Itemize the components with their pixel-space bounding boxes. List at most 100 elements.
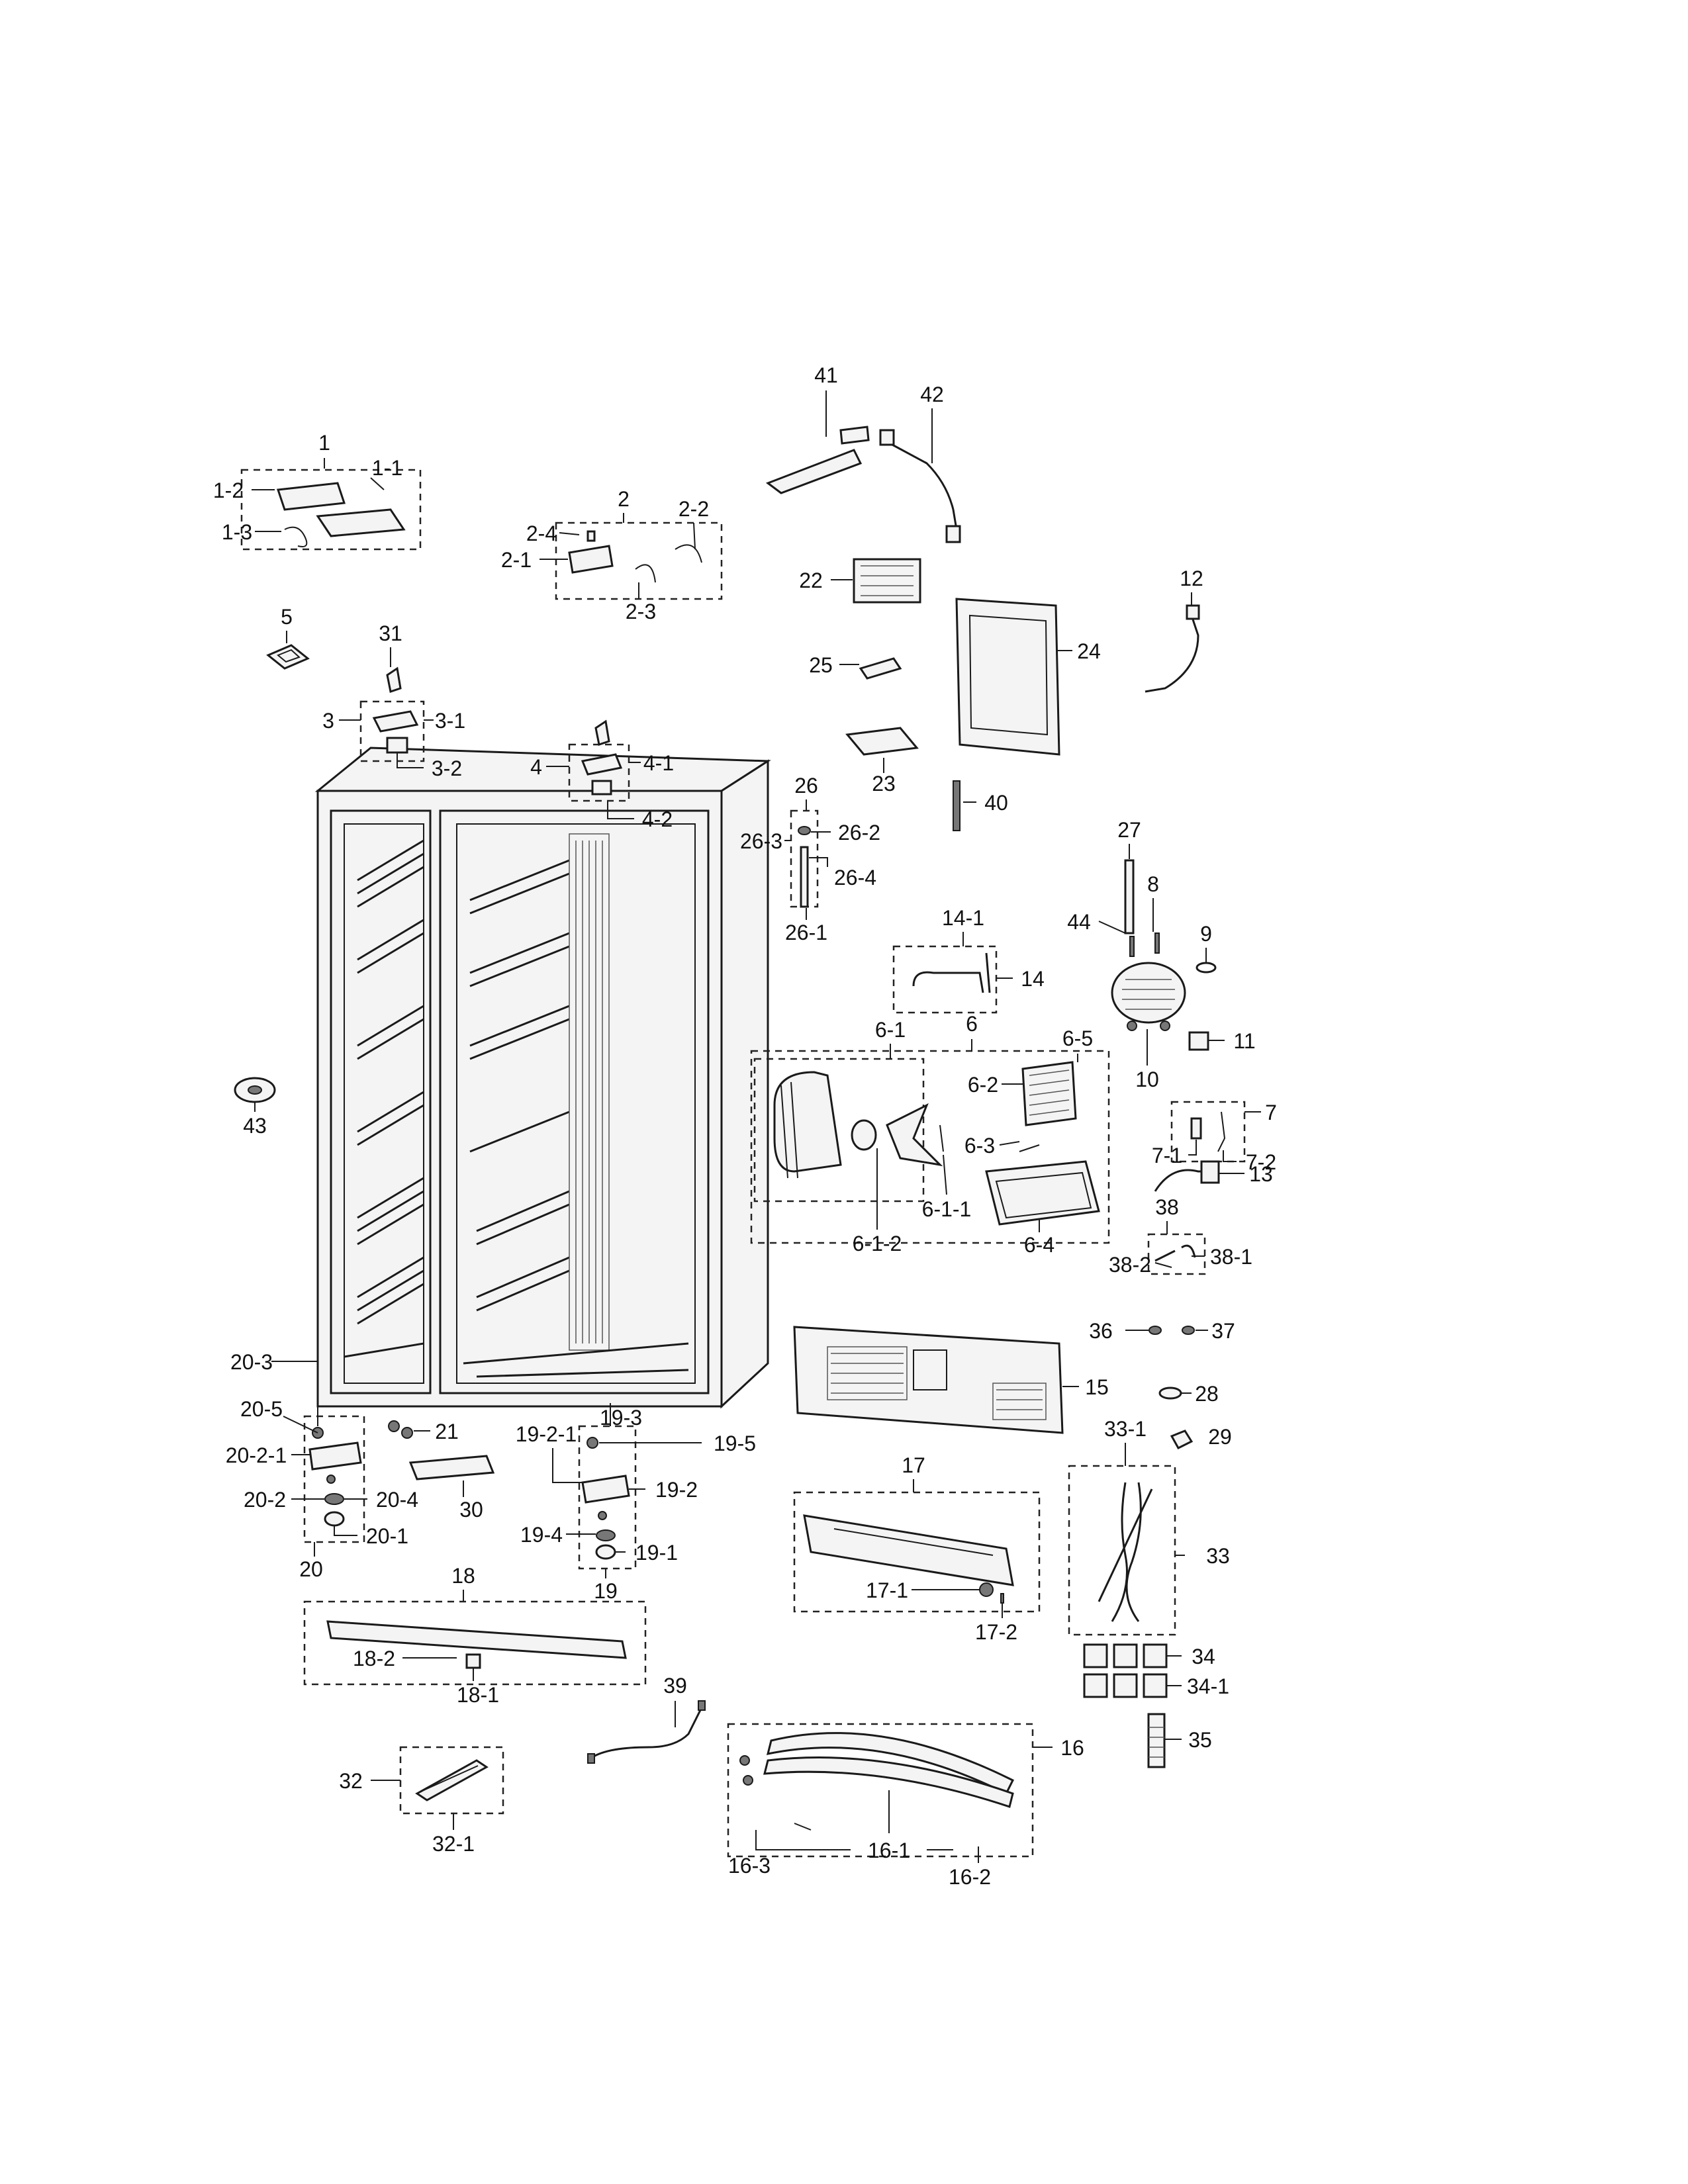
- part-5-pad: [266, 644, 310, 670]
- callout-6-1-1: 6-1-1: [922, 1197, 972, 1221]
- part-1-ice-bucket-cover: [240, 469, 422, 551]
- freezer-shelves: [357, 839, 424, 1325]
- part-11-cap: [1188, 1031, 1209, 1051]
- callout-17-1: 17-1: [866, 1578, 908, 1602]
- callout-2-4: 2-4: [526, 522, 557, 545]
- callout-15: 15: [1085, 1375, 1109, 1399]
- callout-7-1: 7-1: [1152, 1144, 1182, 1167]
- callout-34: 34: [1192, 1645, 1215, 1668]
- callout-16: 16: [1060, 1736, 1084, 1760]
- callout-6-2: 6-2: [968, 1073, 998, 1097]
- part-20-hinge-assembly: [303, 1415, 365, 1543]
- part-9-ring: [1196, 962, 1217, 974]
- part-14-tube: [892, 945, 998, 1014]
- callout-35: 35: [1188, 1728, 1212, 1752]
- callout-2-3: 2-3: [626, 600, 656, 623]
- callout-12: 12: [1180, 567, 1203, 590]
- cabinet-assembly: [314, 747, 771, 1409]
- callout-26-2: 26-2: [838, 821, 880, 844]
- part-35-valve: [1147, 1713, 1166, 1768]
- callout-32-1: 32-1: [432, 1832, 475, 1856]
- callout-38-1: 38-1: [1210, 1245, 1252, 1269]
- callout-29: 29: [1208, 1425, 1232, 1449]
- part-23-board: [845, 727, 919, 756]
- part-32-rail: [399, 1746, 504, 1815]
- callout-33: 33: [1206, 1544, 1230, 1568]
- callout-19-2: 19-2: [655, 1478, 698, 1502]
- callout-16-2: 16-2: [949, 1865, 991, 1889]
- callout-43: 43: [243, 1114, 267, 1138]
- callout-32: 32: [339, 1769, 363, 1793]
- callout-39: 39: [663, 1674, 687, 1698]
- callout-6-3: 6-3: [964, 1134, 995, 1158]
- callout-33-1: 33-1: [1104, 1417, 1147, 1441]
- part-25-sensor: [859, 657, 902, 680]
- callout-4-2: 4-2: [642, 807, 673, 831]
- callout-20-3: 20-3: [230, 1350, 273, 1374]
- part-22-pcb: [853, 558, 921, 604]
- part-6-assembly: [750, 1050, 1110, 1244]
- part-15-back-cover: [793, 1326, 1064, 1434]
- callout-26: 26: [794, 774, 818, 797]
- callout-3-1: 3-1: [435, 709, 465, 733]
- part-19-hinge-assembly: [578, 1425, 637, 1570]
- callout-1-1: 1-1: [372, 456, 402, 480]
- part-12-power-cord: [1145, 604, 1200, 693]
- callout-9: 9: [1200, 922, 1212, 946]
- callout-20-2-1: 20-2-1: [226, 1443, 287, 1467]
- top-hinge-right: [568, 719, 630, 802]
- callout-18-1: 18-1: [457, 1683, 499, 1707]
- callout-38: 38: [1155, 1195, 1179, 1219]
- callout-7: 7: [1265, 1101, 1277, 1124]
- part-16-tubes: [727, 1723, 1034, 1858]
- callout-31: 31: [379, 621, 402, 645]
- part-34-connectors: [1083, 1643, 1168, 1698]
- callout-1: 1: [318, 431, 330, 455]
- callout-40: 40: [984, 791, 1008, 815]
- callout-19-2-1: 19-2-1: [516, 1422, 577, 1446]
- part-39-wire: [587, 1700, 706, 1764]
- leader-lines: [252, 390, 1261, 1863]
- callout-20-4: 20-4: [376, 1488, 418, 1512]
- callout-23: 23: [872, 772, 896, 796]
- fresh-food-shelves: [469, 859, 570, 1312]
- callout-2: 2: [618, 487, 630, 511]
- callout-7-2: 7-2: [1246, 1150, 1276, 1174]
- callout-14: 14: [1021, 967, 1045, 991]
- callout-17-2: 17-2: [975, 1620, 1017, 1644]
- part-26-assembly: [790, 809, 819, 908]
- callout-24: 24: [1077, 639, 1101, 663]
- part-13-overload: [1154, 1160, 1220, 1192]
- callout-30: 30: [459, 1498, 483, 1522]
- callout-4: 4: [530, 755, 542, 779]
- callout-18-2: 18-2: [353, 1647, 395, 1670]
- part-43-wheel: [234, 1077, 276, 1103]
- part-42-wire-harness: [879, 429, 961, 543]
- callout-20-1: 20-1: [366, 1524, 408, 1548]
- callout-6: 6: [966, 1012, 978, 1036]
- callout-19: 19: [594, 1579, 618, 1603]
- callout-34-1: 34-1: [1187, 1674, 1229, 1698]
- part-40-rod: [953, 780, 961, 831]
- callout-labels: 1 1-1 1-2 1-3 2 2-1 2-2 2-3 2-4 3 3-1 3-…: [213, 363, 1277, 1889]
- callout-18: 18: [451, 1564, 475, 1588]
- part-36-37-28-29-small: [1149, 1326, 1195, 1449]
- callout-4-1: 4-1: [643, 751, 674, 775]
- callout-17: 17: [902, 1453, 925, 1477]
- callout-41: 41: [814, 363, 838, 387]
- callout-6-5: 6-5: [1062, 1026, 1093, 1050]
- callout-21: 21: [435, 1420, 459, 1443]
- callout-22: 22: [799, 569, 823, 592]
- part-30-cover: [408, 1455, 495, 1480]
- part-21-screws: [388, 1420, 413, 1439]
- callout-20-5: 20-5: [240, 1397, 283, 1421]
- callout-42: 42: [920, 383, 944, 406]
- callout-19-1: 19-1: [635, 1541, 678, 1565]
- callout-3: 3: [322, 709, 334, 733]
- part-27-stick: [1124, 859, 1135, 934]
- part-7-relay: [1170, 1101, 1246, 1163]
- part-17-base-plate: [793, 1491, 1041, 1613]
- part-18-base-frame: [303, 1600, 647, 1686]
- callout-28: 28: [1195, 1382, 1219, 1406]
- callout-16-3: 16-3: [728, 1854, 771, 1878]
